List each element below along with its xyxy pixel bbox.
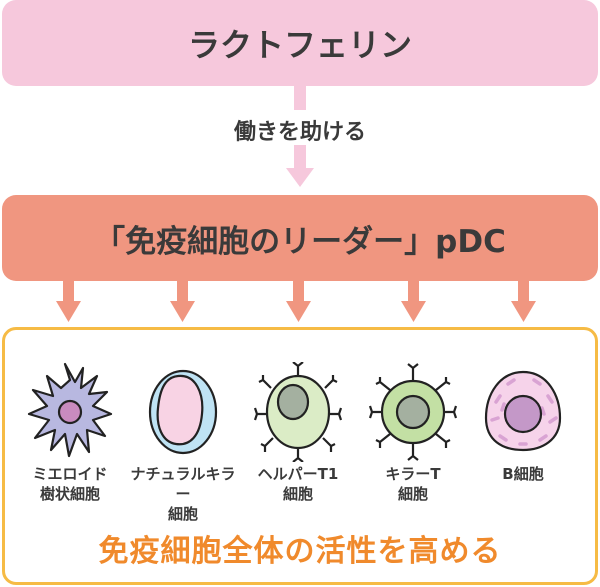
b-cell: B細胞 [465, 362, 581, 484]
cell-label: ヘルパーT1 細胞 [257, 465, 339, 503]
helper-t1-cell: ヘルパーT1 細胞 [240, 362, 356, 504]
lactoferrin-label: ラクトフェリン [187, 26, 412, 64]
pdc-label: 「免疫細胞のリーダー」pDC [94, 223, 506, 260]
arrows [56, 86, 536, 322]
salmon-arrow-icon [511, 281, 536, 322]
helper-t1-cell-icon [253, 362, 343, 462]
cell-label: キラーT 細胞 [385, 465, 441, 503]
salmon-arrow-icon [56, 281, 81, 322]
cell-label: ミエロイド 樹状細胞 [32, 465, 108, 503]
killer-t-cell-icon [368, 363, 458, 461]
cell-label: ナチュラルキラー 細胞 [130, 465, 236, 523]
lactoferrin-box: ラクトフェリン [2, 0, 598, 86]
nk-cell-icon [148, 369, 218, 455]
immune-cells-panel [2, 327, 598, 585]
dendritic-cell-icon [27, 362, 113, 458]
myeloid-dendritic-cell: ミエロイド 樹状細胞 [12, 362, 128, 504]
salmon-arrow-icon [401, 281, 426, 322]
b-cell-icon [484, 370, 562, 452]
killer-t-cell: キラーT 細胞 [355, 362, 471, 504]
pink-arrow-icon [286, 86, 314, 187]
natural-killer-cell: ナチュラルキラー 細胞 [125, 362, 241, 524]
pdc-box: 「免疫細胞のリーダー」pDC [2, 195, 598, 281]
cell-label: B細胞 [502, 465, 544, 483]
helps-label: 働きを助ける [233, 120, 366, 145]
salmon-arrow-icon [170, 281, 195, 322]
salmon-arrow-icon [286, 281, 311, 322]
result-label: 免疫細胞全体の活性を高める [98, 534, 502, 569]
